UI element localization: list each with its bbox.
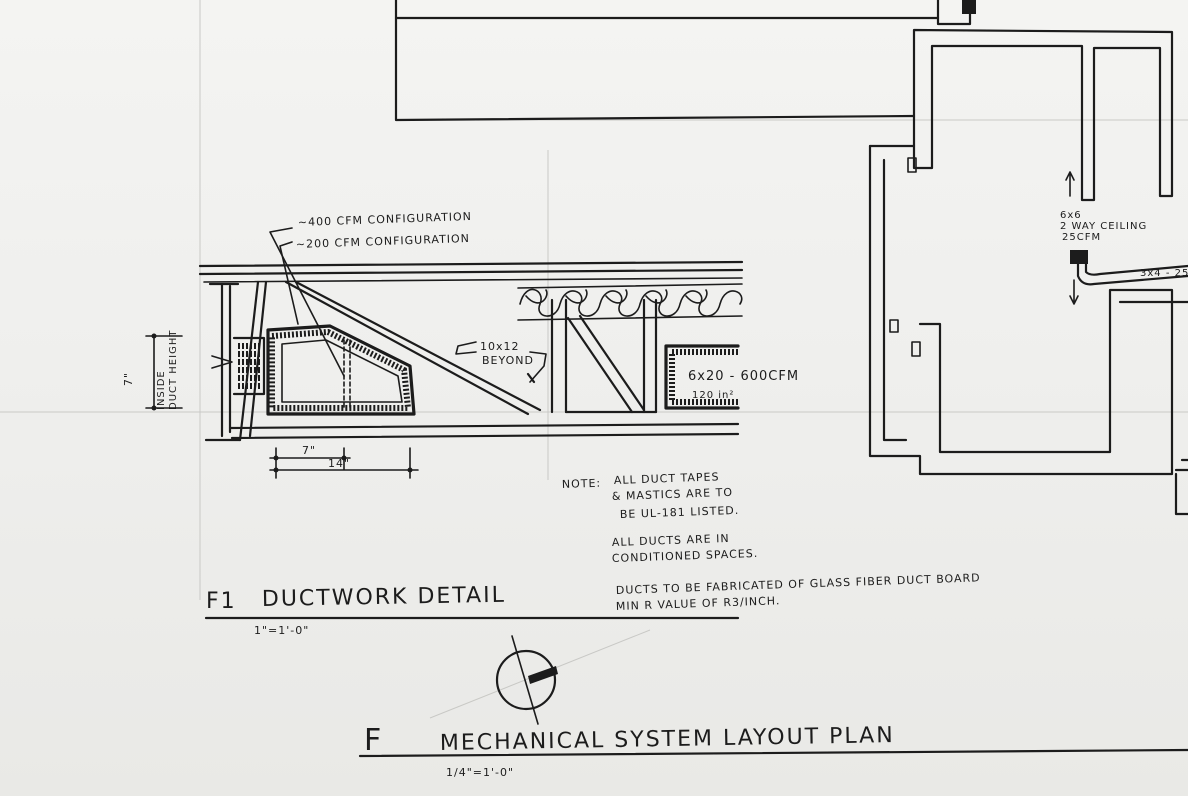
detail-scale: 1"=1'-0" bbox=[254, 624, 309, 637]
callout-200-cfm: ~200 CFM CONFIGURATION bbox=[296, 232, 470, 251]
arrow-down bbox=[1069, 279, 1079, 305]
note-line-3: BE UL-181 LISTED. bbox=[620, 504, 740, 521]
note-line-4: ALL DUCTS ARE IN bbox=[612, 532, 730, 549]
plan-duct-run bbox=[1065, 171, 1188, 305]
wedge bbox=[211, 355, 233, 369]
steel-beam bbox=[204, 282, 242, 442]
note-line-2: & MASTICS ARE TO bbox=[612, 486, 734, 503]
detail-title: DUCTWORK DETAIL bbox=[262, 583, 506, 612]
door-hinge-top bbox=[907, 157, 917, 173]
arrow-up bbox=[1065, 171, 1075, 197]
batt-insulation bbox=[517, 283, 743, 321]
register-size: 6x6 bbox=[1060, 210, 1082, 221]
notes-block: NOTE: ALL DUCT TAPES & MASTICS ARE TO BE… bbox=[562, 470, 981, 613]
beyond-size: 10x12 bbox=[480, 340, 520, 353]
register-cfm: 25CFM bbox=[1062, 232, 1101, 243]
register-type: 2 WAY CEILING bbox=[1060, 221, 1147, 232]
beyond-label: BEYOND bbox=[482, 354, 534, 367]
duct-6x20-hatch bbox=[669, 349, 738, 405]
width-dim-14: 14" bbox=[328, 457, 350, 470]
plan-duct-tag: 3x4 - 25 bbox=[1140, 268, 1188, 279]
duct-board-inner bbox=[281, 339, 403, 403]
door-hinge-mid bbox=[889, 319, 899, 333]
note-line-1: ALL DUCT TAPES bbox=[614, 470, 720, 487]
note-line-6: DUCTS TO BE FABRICATED OF GLASS FIBER DU… bbox=[616, 571, 981, 597]
ductwork-section bbox=[145, 227, 744, 479]
height-note-2: DUCT HEIGHT bbox=[168, 330, 179, 410]
plan-scale: 1/4"=1'-0" bbox=[446, 766, 514, 779]
detail-tag: F1 bbox=[206, 589, 237, 614]
plan-title-block: F MECHANICAL SYSTEM LAYOUT PLAN 1/4"=1'-… bbox=[358, 723, 1188, 779]
duct-board-hatch bbox=[269, 328, 412, 411]
plan-title-underline bbox=[358, 748, 1188, 758]
leader-beyond-2 bbox=[529, 351, 547, 383]
door-hinge-low bbox=[911, 341, 921, 357]
height-note-1: INSIDE bbox=[156, 370, 167, 410]
note-line-7: MIN R VALUE OF R3/INCH. bbox=[616, 594, 781, 613]
detail-title-block: F1 DUCTWORK DETAIL 1"=1'-0" bbox=[204, 583, 740, 637]
duct-6x20-outer bbox=[664, 344, 740, 410]
leader-200 bbox=[279, 241, 299, 325]
callout-400-cfm: ~400 CFM CONFIGURATION bbox=[298, 210, 472, 229]
note-line-5: CONDITIONED SPACES. bbox=[612, 547, 759, 565]
plan-top-wall bbox=[394, 0, 976, 122]
duct-6x20-label: 6x20 - 600CFM bbox=[688, 369, 799, 384]
plan-tag: F bbox=[364, 723, 382, 758]
ceiling-register bbox=[1070, 250, 1088, 264]
duct-board-outer bbox=[266, 324, 416, 416]
leader-beyond bbox=[455, 341, 477, 355]
notes-heading: NOTE: bbox=[562, 477, 602, 491]
width-dim-7: 7" bbox=[302, 444, 316, 457]
height-dim-label: 7" bbox=[122, 372, 135, 386]
hardware-block bbox=[962, 0, 976, 14]
north-arrow bbox=[495, 635, 558, 725]
duct-area-label: 120 in² bbox=[692, 390, 734, 401]
plan-title: MECHANICAL SYSTEM LAYOUT PLAN bbox=[440, 723, 895, 756]
leader-400 bbox=[269, 227, 345, 377]
plan-rooms bbox=[868, 28, 1188, 516]
